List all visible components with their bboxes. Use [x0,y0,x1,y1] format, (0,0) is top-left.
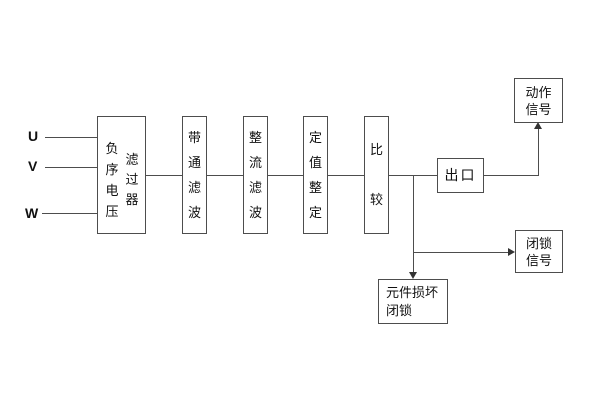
damage-blocking-line2: 闭锁 [386,303,413,318]
block-blocking-signal: 闭锁 信号 [515,230,563,273]
setting-adjust-text: 定值整定 [308,130,322,220]
nsv-filter-sub-text: 滤过器 [125,152,139,207]
riser-action-signal [538,128,539,176]
block-nsv-filter: 负序电压 滤过器 [97,116,146,234]
damage-blocking-line1: 元件损坏 [386,285,439,300]
flow-line-6 [483,175,539,176]
flow-line-2 [206,175,243,176]
arrowhead-down-icon [409,272,417,279]
input-label-w: W [25,205,39,221]
action-signal-line2: 信号 [525,101,552,117]
arrowhead-right-icon [508,248,515,256]
block-rectifier-filter: 整流滤波 [243,116,268,234]
block-outlet: 出口 [437,158,484,193]
block-action-signal: 动作 信号 [514,78,563,123]
action-signal-line1: 动作 [525,84,552,100]
branch-horizontal-line [413,252,509,253]
flow-line-3 [266,175,303,176]
input-label-u: U [28,128,39,144]
block-comparator: 比较 [364,116,389,234]
block-damage-blocking: 元件损坏 闭锁 [378,279,448,324]
nsv-filter-main-text: 负序电压 [105,141,119,219]
bandpass-filter-text: 带通滤波 [187,130,201,220]
input-line-w [42,213,97,214]
block-setting-adjust: 定值整定 [303,116,328,234]
flow-line-5 [388,175,437,176]
block-bandpass-filter: 带通滤波 [182,116,207,234]
flow-line-4 [326,175,364,176]
input-line-u [45,137,97,138]
branch-vertical-line [413,176,414,272]
blocking-signal-line1: 闭锁 [525,235,552,251]
arrowhead-up-icon [534,122,542,129]
input-line-v [45,167,97,168]
rectifier-filter-text: 整流滤波 [248,130,262,220]
flow-line-1 [145,175,182,176]
comparator-text: 比较 [369,142,383,207]
input-label-v: V [28,158,38,174]
blocking-signal-line2: 信号 [525,252,552,268]
outlet-text: 出口 [444,167,477,183]
